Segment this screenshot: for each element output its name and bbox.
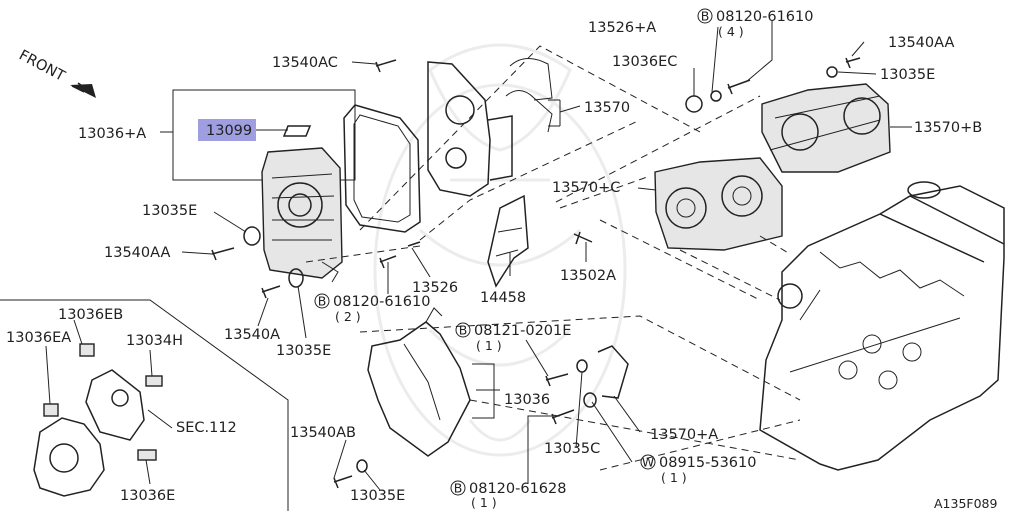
front-cover-13036a [172,89,356,283]
bracket-13570a [597,345,629,399]
callout-qty: ( 2 ) [335,309,361,324]
cover-13570b [761,83,891,173]
bolt-icon [379,255,397,269]
label-13526a: 13526+A [588,20,656,36]
watermark [373,43,627,457]
label-14458: 14458 [480,290,526,306]
bolt-icon [551,409,575,425]
bolt-icon [573,231,593,245]
circled-b-icon: B [697,8,713,24]
part-13099: 13099 [198,119,312,141]
seal-14458 [487,194,529,288]
callout-qty: ( 1 ) [661,470,687,485]
front-arrow-icon [70,82,96,98]
label-13540a: 13540A [224,327,280,343]
label-13540aa: 13540AA [104,245,170,261]
washer-icon [356,459,368,473]
bolt-icon [407,241,421,247]
callout-number: 08121-0201E [474,323,571,339]
bolt-icon [545,373,569,387]
label-13036e: 13036E [120,488,175,504]
label-13034h: 13034H [126,333,183,349]
circled-b-icon: B [450,480,466,496]
label-13036ea: 13036EA [6,330,71,346]
part-labels: 13036+A 13540AC 13035E 13540AA 13540A 13… [6,20,998,511]
circled-w-icon: W [640,454,656,470]
callout-number: 08915-53610 [659,455,757,471]
circled-b-icon: B [455,322,471,338]
label-13036a: 13036+A [78,126,146,142]
figure-code: A135F089 [934,496,998,511]
label-13570: 13570 [584,100,630,116]
engine-block [759,181,1005,471]
callout-number: 08120-61628 [469,481,567,497]
svg-text:B: B [454,481,463,496]
label-13036ec: 13036EC [612,54,677,70]
dashed-guides [305,45,801,471]
callout-qty: ( 1 ) [471,495,497,510]
label-13570c: 13570+C [552,180,620,196]
callout-washer: W 08915-53610 ( 1 ) [640,454,757,485]
label-13035e: 13035E [276,343,331,359]
label-13035e: 13035E [880,67,935,83]
label-13099-highlight [198,119,256,141]
inset-sec112 [0,299,289,511]
label-13570a: 13570+A [650,427,718,443]
washer-icon [583,392,597,408]
callout-number: 08120-61610 [333,294,431,310]
svg-text:B: B [459,323,468,338]
callout-number: 08120-61610 [716,9,814,25]
timing-cover-13036 [367,307,471,457]
bolt-icon [333,475,353,489]
label-13035e: 13035E [142,203,197,219]
label-13036: 13036 [504,392,550,408]
svg-text:W: W [642,455,654,470]
bolt-icon [727,79,751,95]
label-sec112: SEC.112 [176,420,237,436]
washer-icon [710,90,722,102]
callout-qty: ( 1 ) [476,338,502,353]
label-13540ac: 13540AC [272,55,338,71]
bolt-icon [375,59,397,73]
label-13540aa: 13540AA [888,35,954,51]
callout-bolt-0201e: B 08121-0201E ( 1 ) [455,322,571,353]
front-indicator: FRONT [16,47,96,98]
label-13502a: 13502A [560,268,616,284]
washer-icon [288,268,304,288]
gasket [343,104,421,233]
bolt-icon [211,247,235,261]
label-13035e: 13035E [350,488,405,504]
svg-text:B: B [318,294,327,309]
leader-lines [45,20,912,491]
cover-13570c [654,157,783,251]
washer-icon [685,95,703,113]
label-13540ab: 13540AB [290,425,356,441]
label-13035c: 13035C [544,441,600,457]
svg-text:B: B [701,9,710,24]
label-13036eb: 13036EB [58,307,123,323]
label-13099: 13099 [206,123,252,139]
washer-icon [826,66,838,78]
callout-bolt-bottom: B 08120-61628 ( 1 ) [450,480,567,510]
bolt-icon [845,57,861,69]
callout-qty: ( 4 ) [718,24,744,39]
label-13526: 13526 [412,280,458,296]
circled-b-icon: B [314,293,330,309]
rear-plate-13570 [427,58,553,197]
front-label: FRONT [16,47,67,84]
label-13570b: 13570+B [914,120,982,136]
washer-icon [243,226,261,246]
bolt-icon [261,285,281,299]
callout-bolt-mid: B 08120-61610 ( 2 ) [314,293,431,324]
callout-bolt-top: B 08120-61610 ( 4 ) [697,8,814,39]
washer-icon [576,359,588,373]
